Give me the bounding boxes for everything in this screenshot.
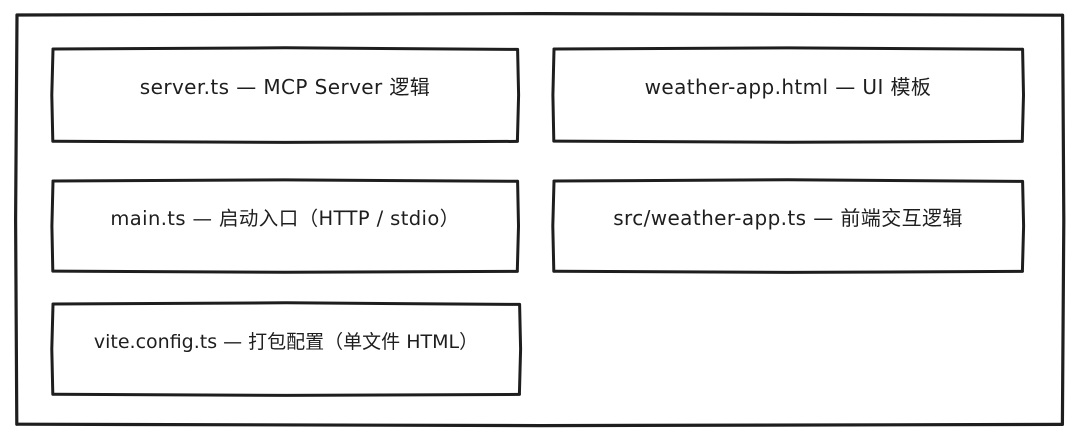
node-server-ts: server.ts — MCP Server 逻辑 bbox=[52, 48, 518, 142]
node-vite-config-ts-label: vite.config.ts — 打包配置（单文件 HTML） bbox=[93, 330, 479, 353]
node-src-weather-app-ts: src/weather-app.ts — 前端交互逻辑 bbox=[553, 180, 1023, 272]
node-vite-config-ts: vite.config.ts — 打包配置（单文件 HTML） bbox=[52, 303, 520, 395]
node-server-ts-label: server.ts — MCP Server 逻辑 bbox=[139, 75, 431, 99]
node-weather-app-html: weather-app.html — UI 模板 bbox=[553, 48, 1023, 142]
node-main-ts: main.ts — 启动入口（HTTP / stdio） bbox=[52, 180, 518, 272]
node-main-ts-label: main.ts — 启动入口（HTTP / stdio） bbox=[110, 206, 460, 230]
node-weather-app-html-label: weather-app.html — UI 模板 bbox=[644, 75, 932, 99]
node-src-weather-app-ts-label: src/weather-app.ts — 前端交互逻辑 bbox=[613, 206, 963, 230]
